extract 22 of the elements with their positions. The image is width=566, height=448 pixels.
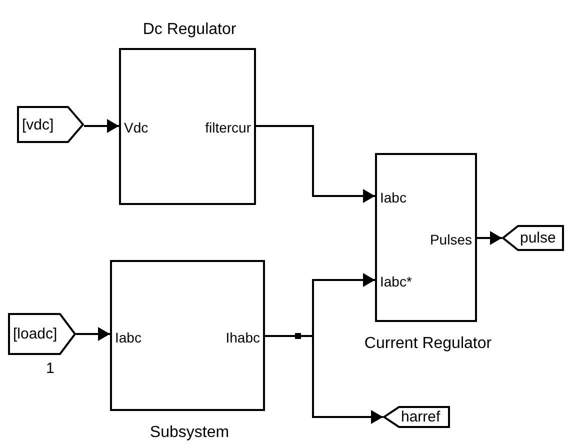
port-number: 1	[46, 361, 54, 376]
port-label: Iabc	[115, 329, 142, 347]
block-title: Dc Regulator	[142, 20, 238, 40]
goto-tag	[502, 225, 564, 251]
port-label: Vdc	[124, 119, 148, 137]
signal-line	[76, 327, 110, 341]
tag-label: harref	[401, 410, 440, 424]
tag-label: pulse	[520, 230, 556, 246]
goto-tag	[17, 106, 84, 143]
block-title: Current Regulator	[363, 334, 493, 354]
goto-tag	[383, 406, 450, 428]
signal-line	[477, 231, 502, 245]
tag-label: [loadc]	[13, 326, 58, 342]
signal-line	[84, 119, 119, 133]
port-label: Iabc	[380, 189, 406, 207]
block-title: Subsystem	[148, 423, 230, 443]
signal-line	[256, 125, 375, 203]
port-label: Ihabc	[226, 329, 260, 347]
tag-label: [vdc]	[22, 117, 54, 132]
port-label: Pulses	[430, 231, 472, 249]
port-label: filtercur	[205, 119, 251, 137]
port-label: Iabc*	[380, 273, 412, 291]
